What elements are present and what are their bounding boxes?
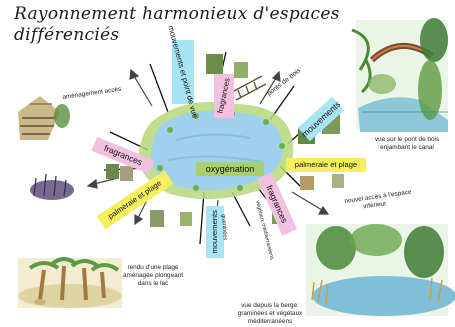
bridge-sketch [231, 75, 267, 101]
note-berge-line2: graminées et végétaux [237, 310, 303, 317]
center-label: oxygénation [196, 162, 264, 176]
note-vue-berge: vue depuis la berge: graminées et végéta… [228, 302, 312, 326]
note-rendu-line3: dans le lac [137, 280, 169, 287]
tag-mouvements-bottom-label: mouvements [210, 210, 220, 254]
tag-fragrances-top: fragrances [214, 74, 234, 118]
tag-mouvements-point-de-vue: mouvements et point de vue [167, 25, 200, 119]
note-vue-pont: vue sur le pont de bois enjambant le can… [362, 136, 452, 152]
note-berge-line3: méditerranéens [247, 318, 293, 325]
bridge-illustration [351, 18, 448, 132]
note-vue-pont-line2: enjambant le canal [380, 144, 434, 151]
note-rendu-line1: rendu d'une plage [127, 264, 179, 271]
tag-fragrances-top-label: fragrances [215, 77, 232, 115]
tag-palmeraie-right-label: palmeraie et plage [294, 160, 358, 170]
note-vue-pont-line1: vue sur le pont de bois [374, 136, 440, 143]
steps-illustration [18, 96, 70, 140]
note-rendu-line2: aménagée plongeant [122, 272, 184, 279]
note-berge-line1: vue depuis la berge: [241, 302, 299, 309]
lakeside-illustration [306, 224, 455, 316]
tag-mouvements-bottom: mouvements [206, 206, 224, 258]
tag-palmeraie-right: palmeraie et plage [286, 158, 366, 172]
beach-illustration [18, 257, 122, 308]
shrub-illustration [30, 173, 74, 200]
note-rendu-plage: rendu d'une plage aménagée plongeant dan… [118, 264, 188, 288]
diagram-title-line2: différenciés [14, 25, 120, 45]
center-label-text: oxygénation [205, 163, 255, 174]
diagram-title-line1: Rayonnement harmonieux d'espaces [14, 4, 340, 24]
